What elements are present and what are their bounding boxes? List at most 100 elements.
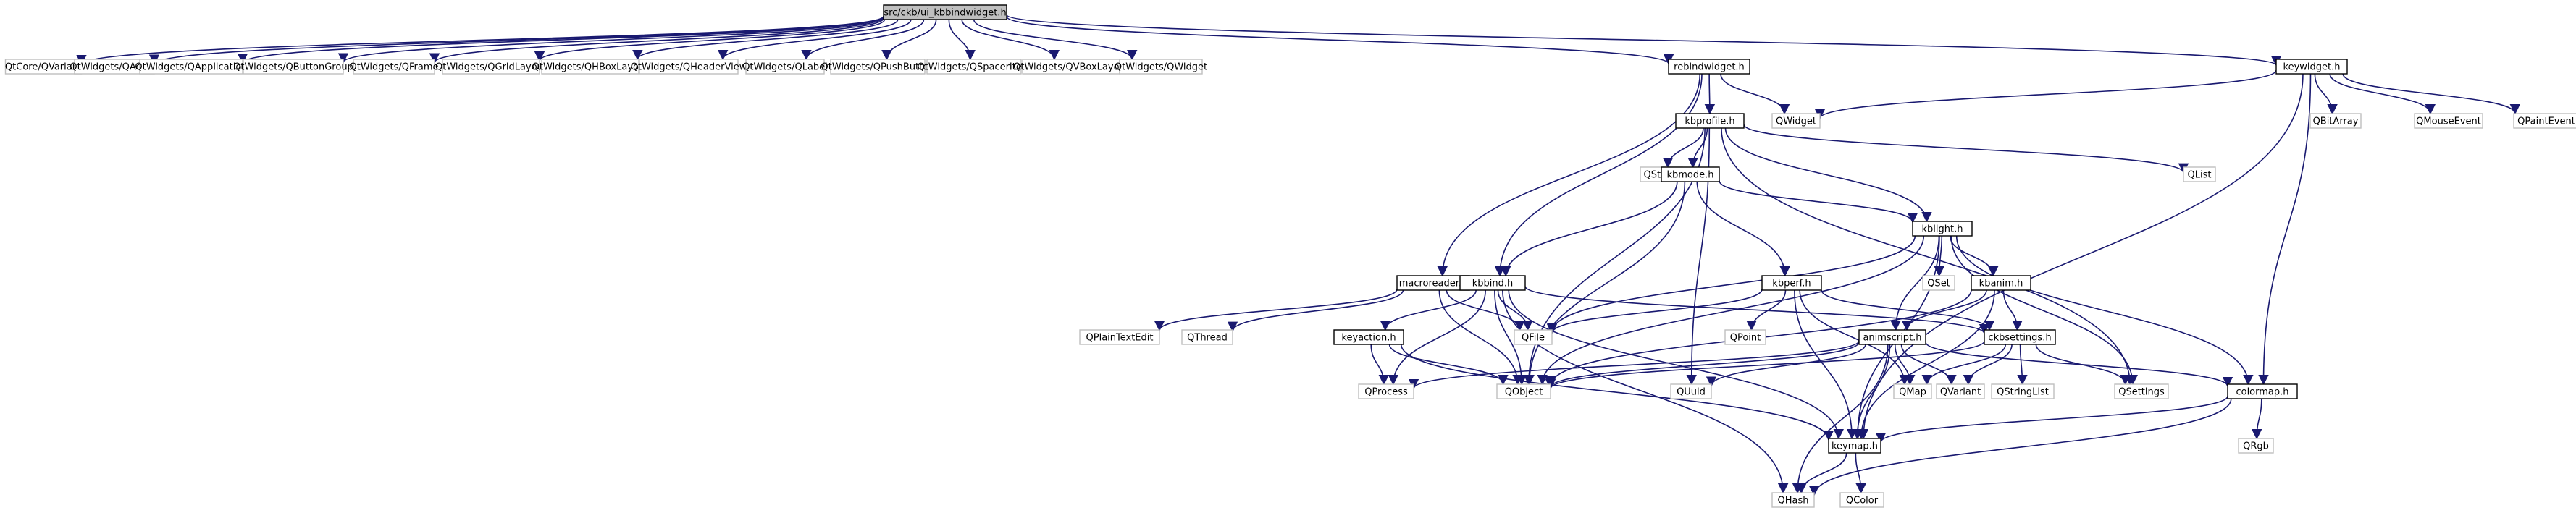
edge-keywidget-to-qbitarray xyxy=(2314,73,2338,115)
node-box-qwidget_w xyxy=(1119,59,1203,75)
node-label-qrgb: QRgb xyxy=(2243,441,2269,452)
node-qobject: QObject xyxy=(1496,383,1551,399)
node-box-qspaceritem xyxy=(926,59,1022,75)
edge-kbprofile-to-qlist xyxy=(1743,124,2189,174)
node-kbprofile[interactable]: kbprofile.h xyxy=(1675,113,1745,129)
edge-rebindwidget-to-macroreader xyxy=(1437,73,1701,277)
edge-kbbind-to-qobject xyxy=(1494,289,1527,386)
node-qlabel: QtWidgets/QLabel xyxy=(742,59,828,75)
edge-kbanim-to-animscript xyxy=(1901,289,1987,331)
node-rebindwidget[interactable]: rebindwidget.h xyxy=(1668,59,1750,75)
node-qmouseevent: QMouseEvent xyxy=(2414,113,2483,129)
node-label-qapplication: QtWidgets/QApplication xyxy=(135,62,247,73)
node-box-qlist xyxy=(2183,166,2216,182)
node-box-qrgb xyxy=(2238,438,2274,454)
edge-keywidget-to-qwidget xyxy=(1815,69,2277,119)
edge-kbmode-to-kbperf xyxy=(1696,181,1790,277)
edge-kbbind-to-keymap xyxy=(1508,289,1844,440)
node-label-kbprofile: kbprofile.h xyxy=(1685,116,1734,127)
node-box-qbitarray xyxy=(2309,113,2362,129)
edge-root-to-qheaderview xyxy=(718,19,912,61)
edge-root-to-qvariant_core xyxy=(76,15,884,66)
node-box-qpaintevent xyxy=(2513,113,2576,129)
edge-root-to-qvboxlayout xyxy=(961,19,1060,61)
edge-root-to-qhboxlayout xyxy=(632,19,899,61)
node-label-qvboxlayout: QtWidgets/QVBoxLayout xyxy=(1013,62,1129,73)
edge-layer xyxy=(76,14,2520,496)
node-label-qlabel: QtWidgets/QLabel xyxy=(742,62,828,73)
node-kbbind[interactable]: kbbind.h xyxy=(1459,275,1526,291)
node-qvboxlayout: QtWidgets/QVBoxLayout xyxy=(1013,59,1129,75)
node-ckbsettings[interactable]: ckbsettings.h xyxy=(1984,329,2056,345)
node-animscript[interactable]: animscript.h xyxy=(1858,329,1926,345)
edge-macroreader-to-qthread xyxy=(1227,289,1404,333)
node-box-qplaintextedit xyxy=(1079,329,1160,345)
edge-keywidget-to-qmouseevent xyxy=(2329,73,2436,115)
node-layer: src/ckb/ui_kbbindwidget.hQtCore/QVariant… xyxy=(4,4,2576,508)
node-box-kbbind xyxy=(1459,275,1526,291)
node-kbmode[interactable]: kbmode.h xyxy=(1661,166,1720,182)
node-box-quuid xyxy=(1670,383,1712,399)
node-label-qwidget: QWidget xyxy=(1776,116,1816,127)
node-box-qpushbutton xyxy=(830,59,926,75)
node-label-qthread: QThread xyxy=(1187,333,1228,344)
node-keymap[interactable]: keymap.h xyxy=(1828,438,1881,454)
edge-root-to-qframe xyxy=(429,17,884,64)
node-qheaderview: QtWidgets/QHeaderView xyxy=(631,59,747,75)
node-label-qpaintevent: QPaintEvent xyxy=(2517,116,2575,127)
node-root[interactable]: src/ckb/ui_kbbindwidget.h xyxy=(883,4,1007,20)
node-label-qfile: QFile xyxy=(1522,333,1545,344)
edge-keymap-to-qcolor xyxy=(1855,452,1866,494)
node-label-keyaction: keyaction.h xyxy=(1341,333,1396,344)
node-label-qhboxlayout: QtWidgets/QHBoxLayout xyxy=(532,62,649,73)
node-label-qvariant: QVariant xyxy=(1940,387,1981,398)
node-box-colormap xyxy=(2227,383,2298,399)
edge-kblight-to-qsettings xyxy=(1950,235,2138,386)
node-qlist: QList xyxy=(2183,166,2216,182)
node-box-qpoint xyxy=(1724,329,1766,345)
edge-root-to-qapplication xyxy=(238,16,884,64)
node-qpaintevent: QPaintEvent xyxy=(2513,113,2576,129)
node-keywidget[interactable]: keywidget.h xyxy=(2275,59,2348,75)
edge-animscript-to-qvariant xyxy=(1900,344,1957,386)
node-box-qlabel xyxy=(745,59,825,75)
node-qfile: QFile xyxy=(1514,329,1553,345)
edge-kbbind-to-qfile xyxy=(1497,289,1533,331)
node-box-qbuttongroup xyxy=(243,59,344,75)
node-qmap: QMap xyxy=(1893,383,1932,399)
edge-ckbsettings-to-qsettings xyxy=(2035,344,2131,386)
node-label-qwidget_w: QtWidgets/QWidget xyxy=(1115,62,1207,73)
node-box-kbperf xyxy=(1761,275,1822,291)
edge-animscript-to-qhash xyxy=(1792,344,1889,494)
node-macroreader[interactable]: macroreader.h xyxy=(1396,275,1470,291)
node-box-qvariant xyxy=(1936,383,1985,399)
node-label-qaction: QtWidgets/QAction xyxy=(70,62,159,73)
node-kbperf[interactable]: kbperf.h xyxy=(1761,275,1822,291)
node-label-kbperf: kbperf.h xyxy=(1772,279,1811,289)
node-qhash: QHash xyxy=(1771,492,1815,508)
node-label-qsettings: QSettings xyxy=(2118,387,2165,398)
node-qstringlist: QStringList xyxy=(1991,383,2055,399)
node-box-kbanim xyxy=(1971,275,2031,291)
node-qvariant: QVariant xyxy=(1936,383,1985,399)
node-qpushbutton: QtWidgets/QPushButton xyxy=(821,59,935,75)
node-label-qlist: QList xyxy=(2188,170,2212,181)
node-box-qobject xyxy=(1496,383,1551,399)
node-box-root xyxy=(883,4,1007,20)
node-label-qplaintextedit: QPlainTextEdit xyxy=(1086,333,1154,344)
node-kblight[interactable]: kblight.h xyxy=(1912,221,1973,237)
edge-kbmode-to-qobject xyxy=(1524,181,1686,386)
node-colormap[interactable]: colormap.h xyxy=(2227,383,2298,399)
node-label-qpushbutton: QtWidgets/QPushButton xyxy=(821,62,935,73)
node-qpoint: QPoint xyxy=(1724,329,1766,345)
node-box-keymap xyxy=(1828,438,1881,454)
edge-root-to-qlabel xyxy=(801,19,925,61)
edge-animscript-to-qprocess xyxy=(1409,340,1860,390)
edge-kbperf-to-ckbsettings xyxy=(1821,289,1995,331)
edge-animscript-to-keymap xyxy=(1852,344,1891,440)
node-keyaction[interactable]: keyaction.h xyxy=(1333,329,1404,345)
node-box-qgridlayout xyxy=(442,59,540,75)
node-label-kbanim: kbanim.h xyxy=(1979,279,2023,289)
node-kbanim[interactable]: kbanim.h xyxy=(1971,275,2031,291)
